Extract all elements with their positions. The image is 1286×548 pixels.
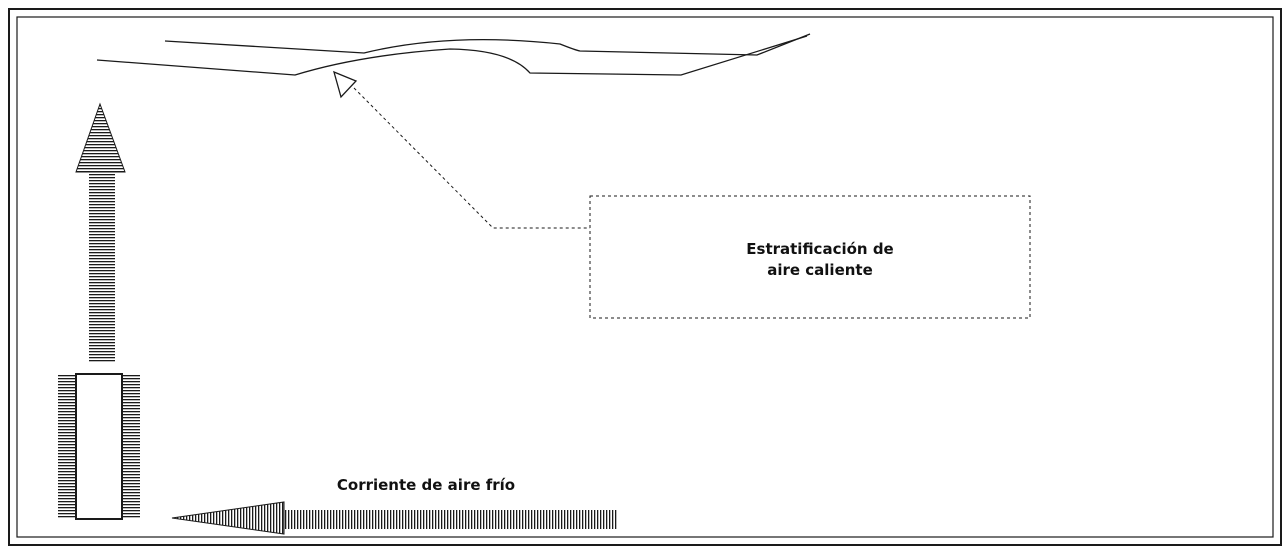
warm-air-label-line1: Estratificación de [746,240,894,258]
ceiling-upper-line [164,33,811,56]
leader-line [353,87,590,229]
ceiling-lower-line [96,35,808,76]
pointer-triangle [333,70,358,99]
warm-air-label-line2: aire caliente [767,261,873,279]
cold-air-label: Corriente de aire frío [336,476,516,494]
warm-air-label: Estratificación de aire caliente [720,239,920,281]
label-box [589,195,1031,319]
inner-frame [16,16,1274,538]
outer-frame [8,8,1282,546]
heater-unit [58,373,140,520]
cold-air-arrow [171,501,618,535]
rising-air-arrow [75,102,126,363]
